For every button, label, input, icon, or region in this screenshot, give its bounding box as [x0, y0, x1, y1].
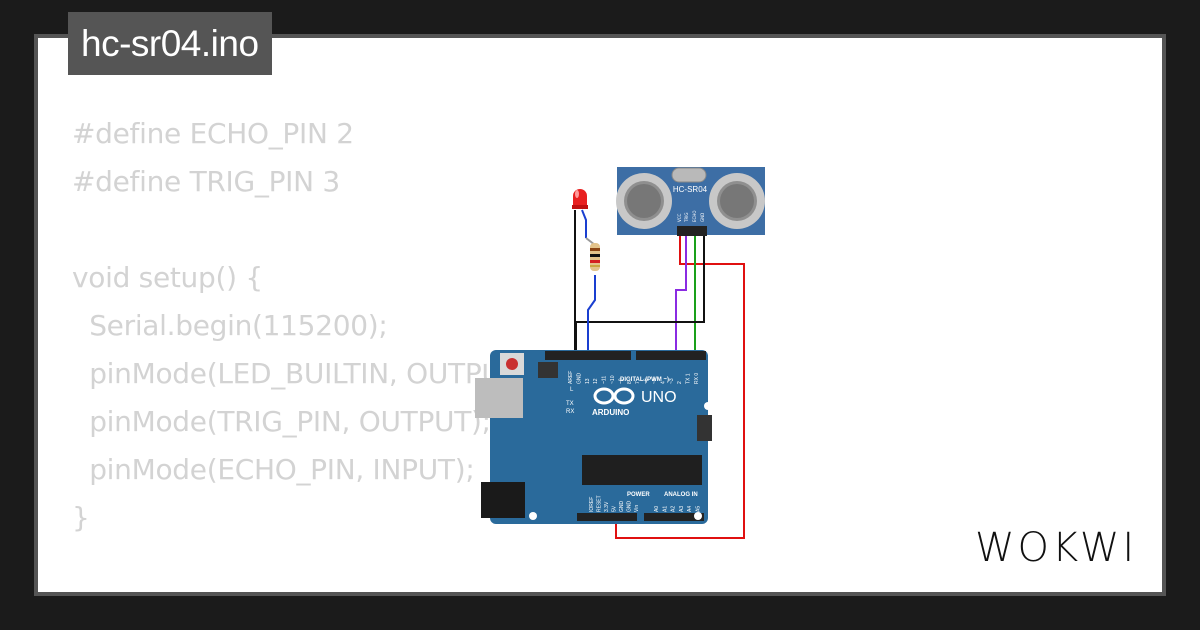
- arduino-uno-board: UNO ARDUINO DIGITAL (PWM ~) POWER ANALOG…: [475, 350, 727, 524]
- board-model-label: UNO: [641, 389, 677, 406]
- pin-label: A5: [696, 506, 702, 512]
- pin-label: 4: [660, 381, 666, 384]
- pin-label: A2: [671, 506, 677, 512]
- wokwi-logo: WOKWI: [975, 525, 1138, 571]
- analog-header-label: ANALOG IN: [664, 492, 698, 498]
- wire-led-anode-blue: [581, 209, 587, 238]
- pin-label: 5V: [612, 505, 618, 512]
- pin-label: A4: [687, 506, 693, 512]
- pin-label: IOREF: [589, 497, 595, 512]
- wire-resistor-blue: [587, 275, 596, 355]
- on-led-label: ON: [718, 402, 727, 408]
- pin-label: A3: [679, 506, 685, 512]
- pin-label: GND: [619, 501, 625, 513]
- tx-led-label: TX: [566, 401, 574, 407]
- pin-label: AREF: [568, 371, 574, 384]
- code-line: pinMode(ECHO_PIN, INPUT);: [72, 453, 475, 486]
- code-line: #define ECHO_PIN 2: [72, 117, 354, 150]
- pin-label: 2: [677, 381, 683, 384]
- arduino-logo: [593, 387, 635, 405]
- code-line: #define TRIG_PIN 3: [72, 165, 340, 198]
- wire-vcc-red: [615, 236, 745, 539]
- sensor-name-label: HC-SR04: [673, 185, 708, 194]
- pin-label: ~5: [652, 378, 658, 384]
- pin-label: GND: [627, 501, 633, 513]
- l-led-label: L: [570, 387, 574, 393]
- code-line: pinMode(LED_BUILTIN, OUTPUT);: [72, 357, 539, 390]
- sensor-pin-vcc-label: VCC: [677, 213, 682, 222]
- pin-label: ~9: [618, 378, 624, 384]
- board-brand-label: ARDUINO: [592, 408, 629, 417]
- sensor-pin-trig-label: TRIG: [684, 212, 689, 223]
- sensor-pin-gnd-label: GND: [700, 213, 705, 222]
- pin-label: 3.3V: [604, 501, 610, 512]
- pin-label: RESET: [597, 495, 603, 512]
- pin-label: ~10: [610, 375, 616, 384]
- wires: [574, 209, 745, 539]
- rx-led-label: RX: [566, 409, 574, 415]
- code-line: pinMode(TRIG_PIN, OUTPUT);: [72, 405, 491, 438]
- pin-label: TX 1: [686, 373, 692, 384]
- pin-label: GND: [576, 373, 582, 385]
- code-line: void setup() {: [72, 261, 263, 294]
- pin-label: A0: [654, 506, 660, 512]
- code-line: Serial.begin(115200);: [72, 309, 388, 342]
- power-header-label: POWER: [627, 492, 650, 498]
- pin-label: RX 0: [694, 373, 700, 384]
- sketch-filename-badge: hc-sr04.ino: [68, 12, 272, 75]
- hc-sr04-sensor: HC-SR04 VCC TRIG ECHO GND: [616, 167, 765, 236]
- sensor-pin-echo-label: ECHO: [692, 211, 697, 222]
- code-listing: #define ECHO_PIN 2 #define TRIG_PIN 3 void…: [72, 110, 539, 592]
- pin-label: ~3: [669, 378, 675, 384]
- pin-label: ~11: [602, 376, 608, 384]
- pin-label: 8: [627, 381, 633, 384]
- pin-label: 7: [635, 381, 641, 384]
- digital-header-label: DIGITAL (PWM ~): [620, 377, 669, 383]
- pin-label: A1: [662, 506, 668, 512]
- pin-label: 12: [593, 378, 599, 384]
- led: [572, 189, 588, 209]
- pin-label: Vin: [634, 505, 640, 512]
- pin-label: 13: [585, 378, 591, 384]
- pin-label: ~6: [644, 378, 650, 384]
- resistor: [585, 237, 600, 271]
- code-line: }: [72, 501, 90, 534]
